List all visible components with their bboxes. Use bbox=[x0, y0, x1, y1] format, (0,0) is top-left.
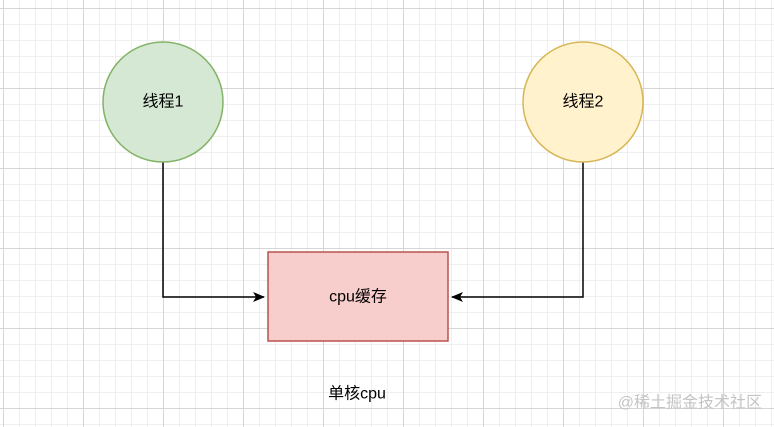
cpu-cache-label: cpu缓存 bbox=[329, 288, 387, 306]
thread2-label: 线程2 bbox=[563, 93, 604, 111]
diagram-caption: 单核cpu bbox=[328, 385, 386, 403]
thread1-label: 线程1 bbox=[143, 93, 184, 111]
edge-thread2-to-cache bbox=[451, 162, 584, 302]
cpu-cache-box bbox=[267, 251, 449, 342]
thread1-node[interactable]: 线程1 bbox=[102, 41, 224, 163]
thread1-circle bbox=[102, 41, 224, 163]
edge-thread1-to-cache bbox=[162, 162, 265, 302]
thread2-node[interactable]: 线程2 bbox=[522, 41, 644, 163]
thread2-circle bbox=[522, 41, 644, 163]
cpu-cache-node[interactable]: cpu缓存 bbox=[267, 251, 449, 342]
watermark-text: @稀土掘金技术社区 bbox=[618, 394, 762, 412]
